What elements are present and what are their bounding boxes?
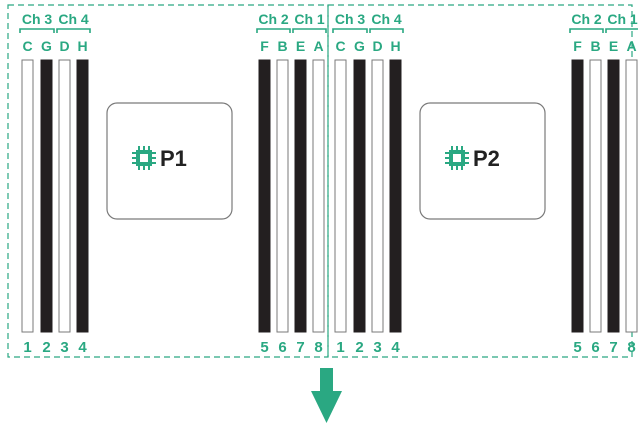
slot-letter: H [390, 38, 400, 54]
dimm-slot [276, 59, 289, 333]
slot-letter: G [354, 38, 365, 54]
chip-icon [445, 146, 469, 170]
dimm-slot [589, 59, 602, 333]
slot-number: 7 [296, 339, 304, 356]
channel-label: Ch 4 [371, 11, 402, 27]
slot-letter: F [573, 38, 582, 54]
dimm-slot [353, 59, 366, 333]
dimm-slot [312, 59, 325, 333]
channel-label: Ch 1 [607, 11, 638, 27]
dimm-slot [607, 59, 620, 333]
channel-bracket [369, 28, 404, 33]
slot-letter: C [335, 38, 345, 54]
dimm-slot [258, 59, 271, 333]
slot-number: 3 [373, 339, 381, 356]
slot-number: 2 [355, 339, 363, 356]
dimm-slot [40, 59, 53, 333]
slot-letter: E [296, 38, 305, 54]
processor-2-group: P2 C 1 G 2 D 3 H 4 Ch 3 Ch 4 F 5 B 6 E 7 A 8 Ch 2 Ch 1 [332, 11, 638, 356]
channel-label: Ch 3 [22, 11, 53, 27]
slot-number: 8 [314, 339, 322, 356]
arrow-down-icon [311, 368, 342, 423]
slot-number: 6 [591, 339, 599, 356]
slot-number: 5 [260, 339, 268, 356]
slot-letter: A [313, 38, 323, 54]
dimm-slot [58, 59, 71, 333]
dimm-slot [334, 59, 347, 333]
slot-number: 2 [42, 339, 50, 356]
channel-label: Ch 3 [335, 11, 366, 27]
slot-letter: D [372, 38, 382, 54]
channel-label: Ch 2 [258, 11, 289, 27]
channel-bracket [292, 28, 327, 33]
dimm-slot [389, 59, 402, 333]
chip-icon [132, 146, 156, 170]
slot-number: 5 [573, 339, 581, 356]
slot-letter: G [41, 38, 52, 54]
channel-bracket [332, 28, 368, 33]
dimm-slot [76, 59, 89, 333]
cpu-label: P1 [160, 146, 187, 171]
dimm-slot [21, 59, 34, 333]
dimm-slot [571, 59, 584, 333]
channel-bracket [56, 28, 91, 33]
dimm-slot [371, 59, 384, 333]
slot-number: 4 [391, 339, 400, 356]
channel-label: Ch 2 [571, 11, 602, 27]
cpu-socket [419, 102, 546, 220]
slot-number: 7 [609, 339, 617, 356]
slot-letter: H [77, 38, 87, 54]
slot-number: 4 [78, 339, 87, 356]
slot-number: 3 [60, 339, 68, 356]
cpu-label: P2 [473, 146, 500, 171]
processor-1-group: P1 C 1 G 2 D 3 H 4 Ch 3 Ch 4 F 5 B 6 E 7 A 8 Ch 2 Ch 1 [19, 11, 327, 356]
slot-letter: B [277, 38, 287, 54]
slot-number: 8 [627, 339, 635, 356]
slot-letter: F [260, 38, 269, 54]
channel-bracket [19, 28, 55, 33]
slot-number: 6 [278, 339, 286, 356]
slot-number: 1 [23, 339, 31, 356]
slot-letter: B [590, 38, 600, 54]
slot-letter: A [626, 38, 636, 54]
slot-letter: C [22, 38, 32, 54]
channel-bracket [569, 28, 604, 33]
channel-bracket [605, 28, 638, 33]
dimm-slot [625, 59, 638, 333]
dimm-slot [294, 59, 307, 333]
channel-label: Ch 1 [294, 11, 325, 27]
cpu-socket [106, 102, 233, 220]
slot-letter: E [609, 38, 618, 54]
channel-bracket [256, 28, 291, 33]
slot-number: 1 [336, 339, 344, 356]
slot-letter: D [59, 38, 69, 54]
channel-label: Ch 4 [58, 11, 89, 27]
